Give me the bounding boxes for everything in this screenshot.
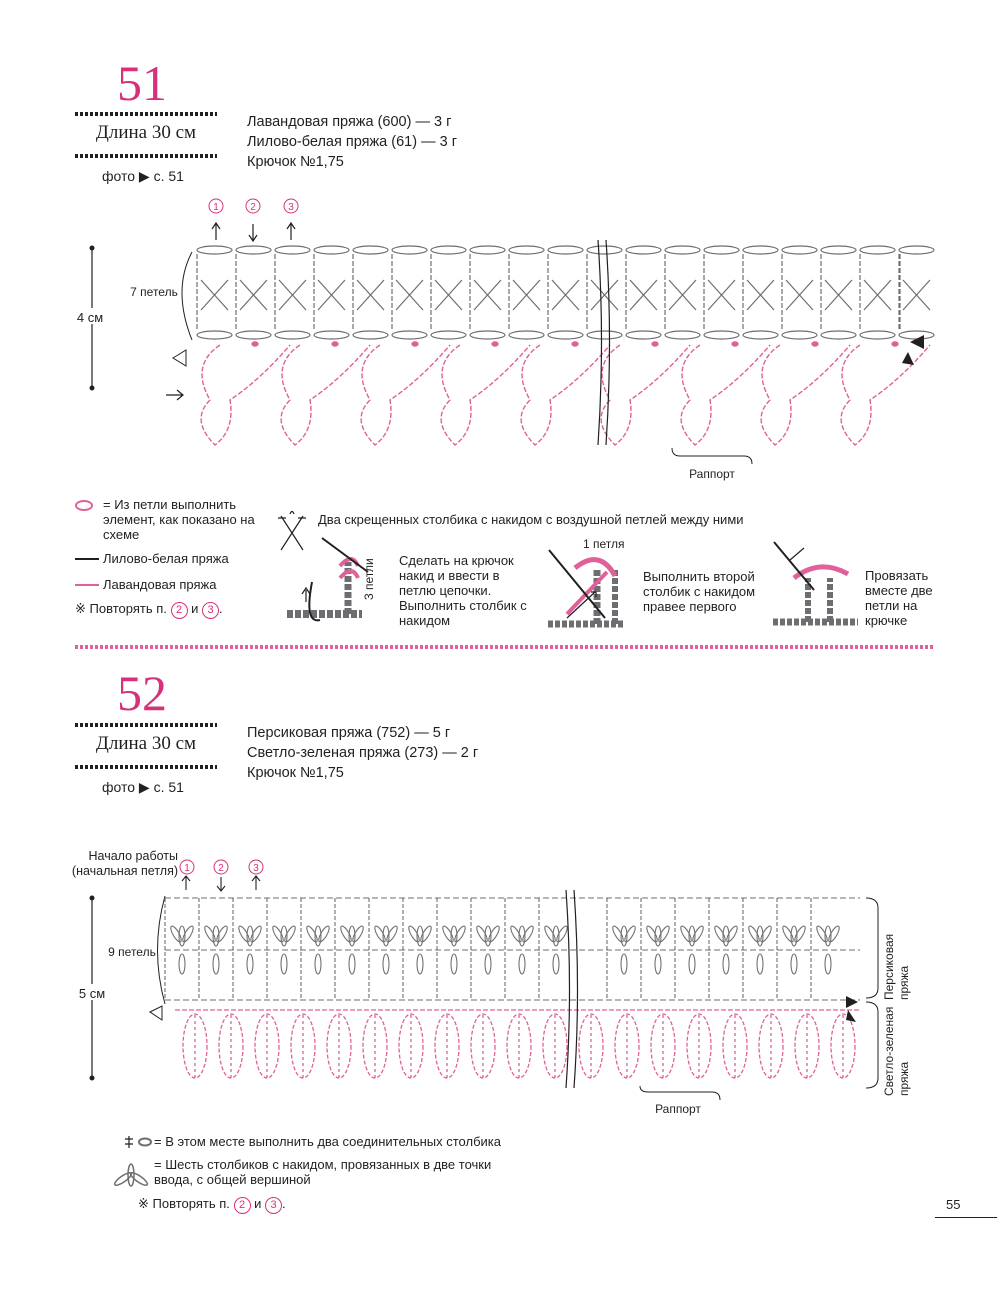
step1-text: Сделать на крючок накид и ввести в петлю…: [399, 553, 527, 628]
page-number-rule: [935, 1217, 997, 1218]
row-1-label: 1: [184, 863, 190, 874]
break-line: [565, 889, 579, 1089]
repeat-mark-icon: ※: [75, 601, 86, 616]
row-3-label: 3: [253, 863, 259, 874]
material-line: Персиковая пряжа (752) — 5 г: [247, 725, 451, 741]
pattern-52-length: Длина 30 см: [95, 733, 197, 754]
slip-stitch-icon: [125, 1136, 152, 1148]
pattern-51-photo-ref: фото ▶ с. 51: [102, 168, 184, 184]
break-line: [597, 239, 611, 446]
pink-line-icon: [75, 584, 99, 586]
material-line: Лавандовая пряжа (600) — 3 г: [247, 114, 452, 130]
step1-side-label: 3 петли: [362, 558, 376, 600]
pattern-51-materials: Лавандовая пряжа (600) — 3 г Лилово-бела…: [247, 112, 457, 172]
height-dimension: 4 см 7 петель: [72, 245, 193, 391]
material-line: Крючок №1,75: [247, 154, 344, 170]
legend-52: = В этом месте выполнить два соединитель…: [110, 1134, 530, 1214]
lavender-yarn-edge: [200, 341, 931, 446]
loops-label: 9 петель: [108, 945, 156, 959]
step1-illustration: [287, 537, 369, 622]
pattern-52-diagram: 1 2 3 5 см 9 петель Раппорт: [74, 859, 879, 1116]
row-1-label: 1: [213, 202, 219, 213]
pattern-52-materials: Персиковая пряжа (752) — 5 г Светло-зеле…: [247, 723, 478, 783]
green-yarn-label: Светло-зеленая пряжа: [882, 1006, 911, 1096]
step2-text: Выполнить второй столбик с накидом праве…: [643, 569, 756, 614]
height-dimension: 5 см 9 петель: [74, 895, 166, 1081]
crossed-stitch-symbol: [278, 510, 306, 551]
material-line: Лилово-белая пряжа (61) — 3 г: [247, 134, 457, 150]
row-2-label: 2: [250, 202, 256, 213]
six-stitches-icon: [113, 1163, 149, 1187]
pattern-51-number: 51: [117, 55, 167, 111]
loops-label: 7 петель: [130, 285, 178, 299]
peach-yarn-label: Персиковая пряжа: [882, 933, 911, 1000]
black-line-icon: [75, 558, 99, 560]
material-line: Светло-зеленая пряжа (273) — 2 г: [247, 745, 479, 761]
crossed-title: Два скрещенных столбика с накидом с возд…: [318, 512, 744, 527]
pattern-51-length: Длина 30 см: [95, 122, 197, 143]
row-3-label: 3: [288, 202, 294, 213]
row-markers: 1 2 3: [208, 198, 299, 243]
height-label: 4 см: [77, 310, 103, 325]
step3-text: Провязать вместе две петли на крючке: [865, 568, 933, 628]
pattern-51-diagram: 1 2 3 4 см 7 петель Раппорт: [72, 198, 935, 481]
divider: [75, 154, 217, 158]
repeat-mark-icon: ※: [138, 1196, 149, 1211]
start-label: Начало работы (начальная петля): [71, 849, 178, 878]
divider: [75, 723, 217, 727]
material-line: Крючок №1,75: [247, 765, 344, 781]
page-number: 55: [946, 1197, 961, 1212]
black-yarn-grid: [196, 245, 935, 340]
height-label: 5 см: [79, 986, 105, 1001]
step2-top-label: 1 петля: [583, 537, 625, 551]
step2-illustration: [548, 549, 623, 628]
peach-yarn-grid: [164, 897, 860, 1001]
step3-illustration: [773, 541, 858, 626]
green-yarn-edge: [175, 1009, 860, 1079]
divider: [75, 765, 217, 769]
section-separator: [75, 645, 933, 649]
pattern-52-photo-ref: фото ▶ с. 51: [102, 779, 184, 795]
repeat-label: Раппорт: [689, 467, 735, 481]
pink-loop-icon: [75, 500, 93, 511]
pattern-52-number: 52: [117, 665, 167, 721]
row-markers: 1 2 3: [179, 859, 264, 892]
divider: [75, 112, 217, 116]
legend-51: = Из петли выполнить элемент, как показа…: [75, 497, 275, 619]
repeat-label: Раппорт: [655, 1102, 701, 1116]
row-2-label: 2: [218, 863, 224, 874]
